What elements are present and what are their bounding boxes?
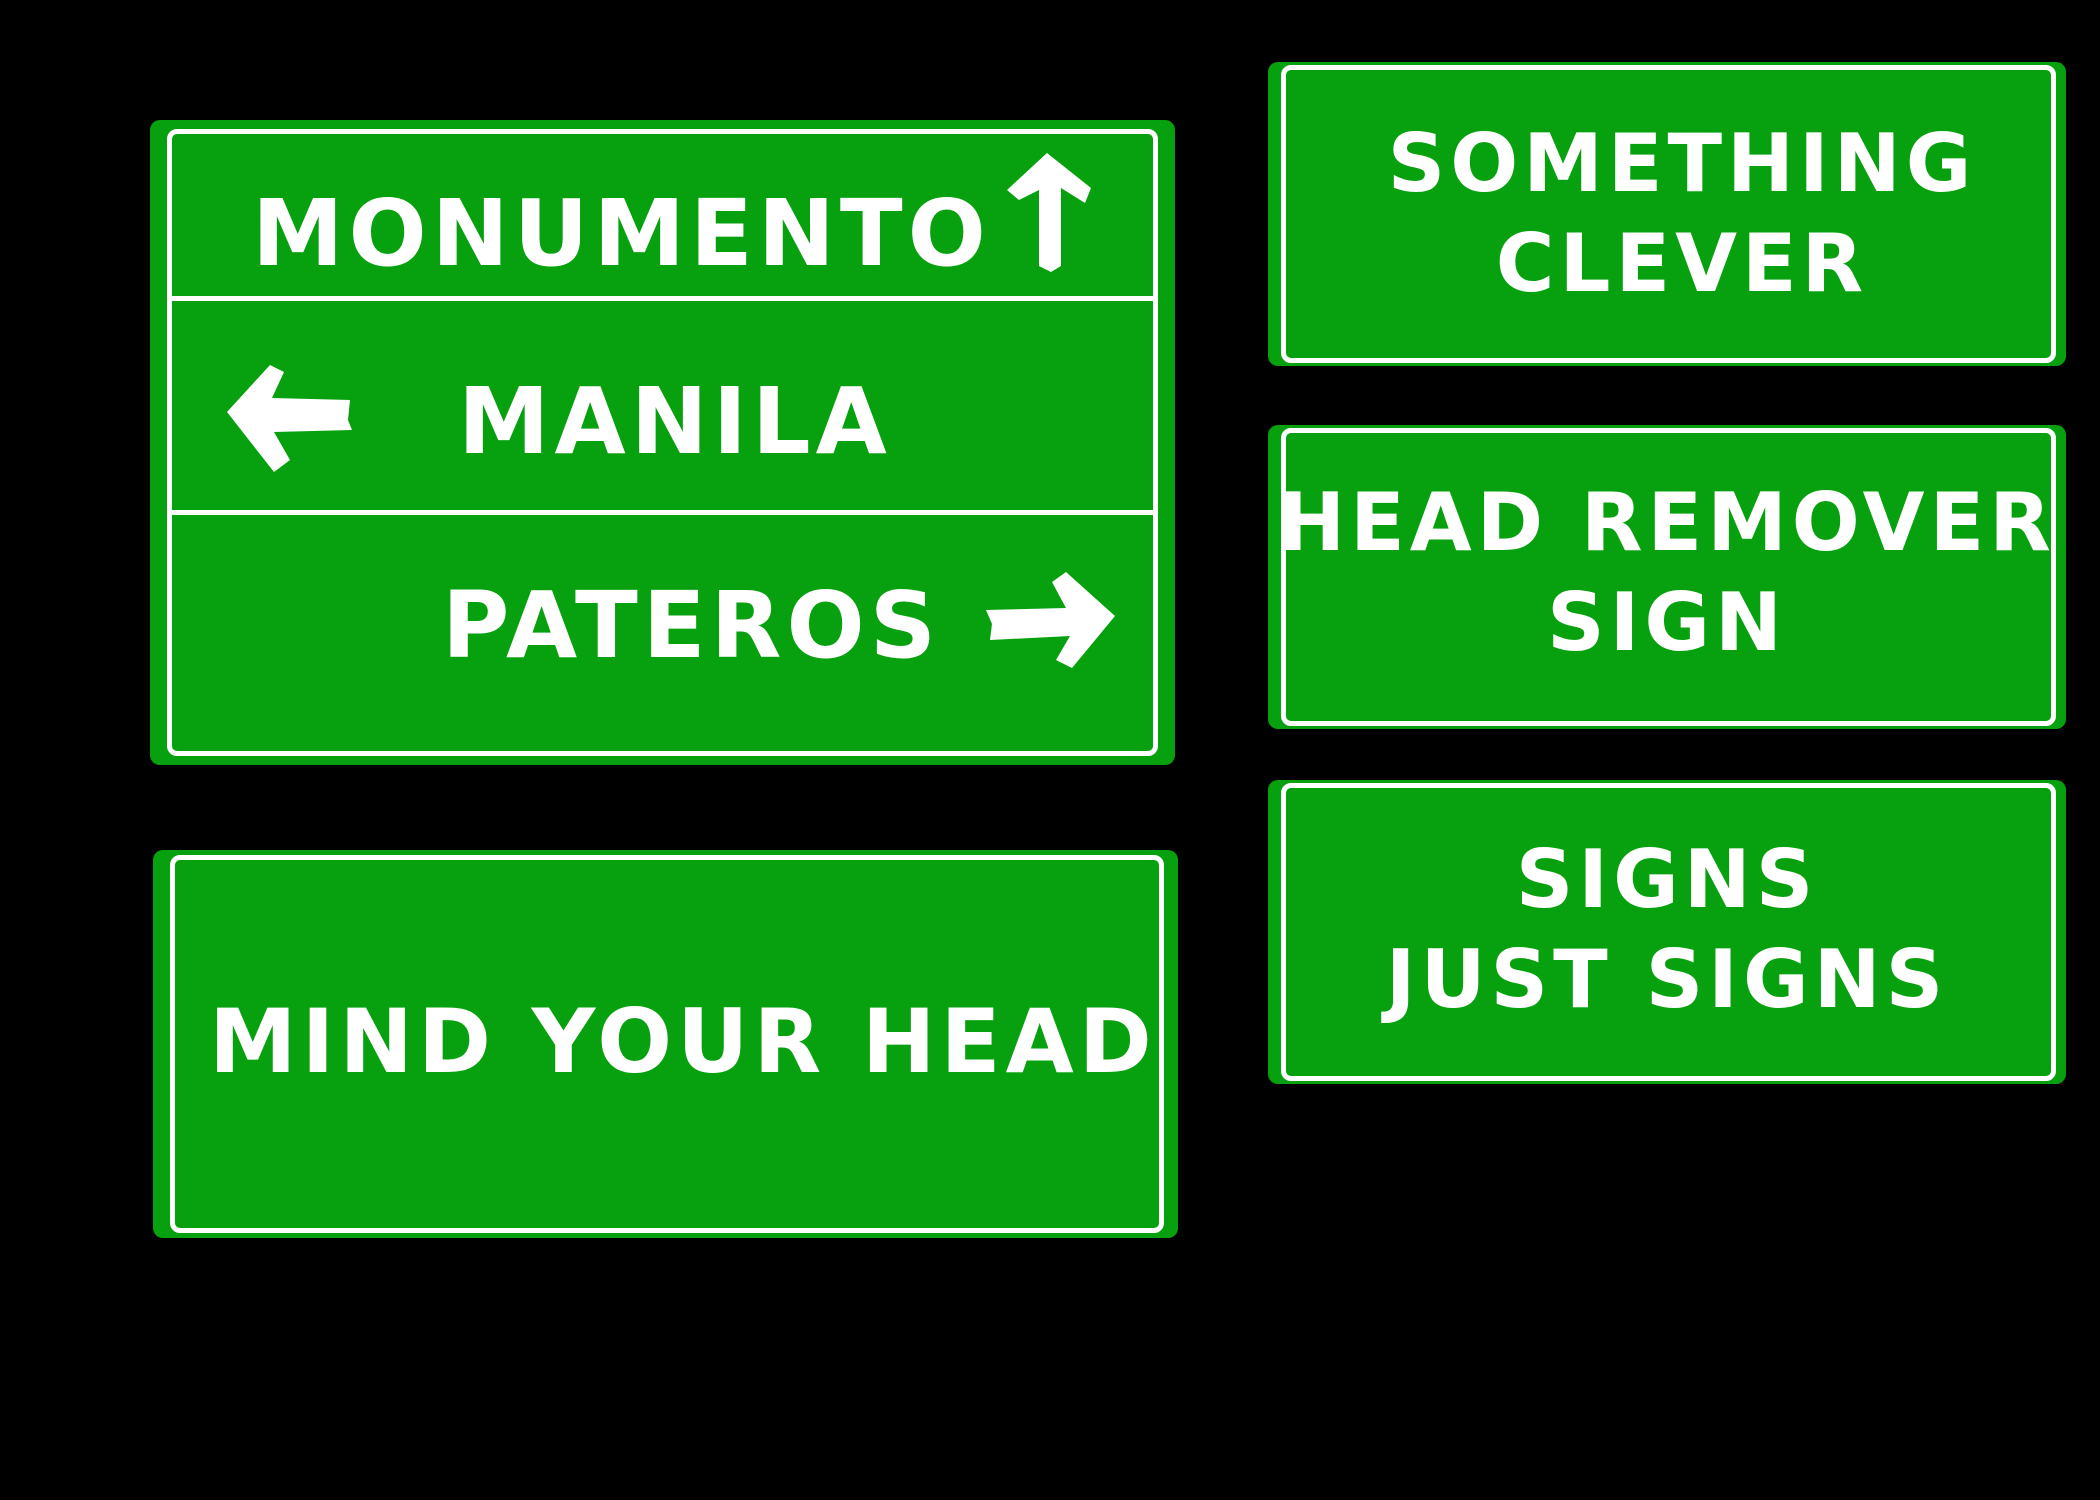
- up-arrow-icon: [1007, 153, 1091, 272]
- sign-line-1: SOMETHING: [1387, 117, 1977, 210]
- destination-manila: MANILA: [458, 368, 892, 475]
- divider: [172, 296, 1153, 301]
- sign-line-2: SIGN: [1547, 576, 1787, 669]
- right-arrow-icon: [986, 572, 1115, 668]
- head-remover-sign: HEAD REMOVER SIGN: [1268, 425, 2066, 729]
- sign-text-block: SOMETHING CLEVER: [1268, 114, 2066, 314]
- directions-sign: MONUMENTO MANILA PATEROS: [150, 120, 1175, 765]
- sign-line-1: SIGNS: [1515, 833, 1819, 926]
- something-clever-sign: SOMETHING CLEVER: [1268, 62, 2066, 366]
- left-arrow-icon: [227, 365, 352, 472]
- divider: [172, 510, 1153, 515]
- sign-line-2: CLEVER: [1495, 217, 1869, 310]
- sign-text-block: HEAD REMOVER SIGN: [1268, 473, 2066, 673]
- sign-border: [1281, 65, 2056, 363]
- sign-line-2: JUST SIGNS: [1385, 933, 1949, 1026]
- sign-border: [170, 855, 1164, 1233]
- destination-monumento: MONUMENTO: [252, 180, 991, 287]
- sign-border: [167, 129, 1158, 756]
- sign-border: [1281, 783, 2056, 1081]
- signs-just-signs-sign: SIGNS JUST SIGNS: [1268, 780, 2066, 1084]
- sign-text-block: SIGNS JUST SIGNS: [1268, 830, 2066, 1030]
- sign-line-1: HEAD REMOVER: [1278, 476, 2056, 569]
- mind-your-head-sign: MIND YOUR HEAD: [153, 850, 1178, 1238]
- destination-pateros: PATEROS: [442, 572, 941, 679]
- mind-your-head-label: MIND YOUR HEAD: [209, 990, 1157, 1093]
- sign-border: [1281, 428, 2056, 726]
